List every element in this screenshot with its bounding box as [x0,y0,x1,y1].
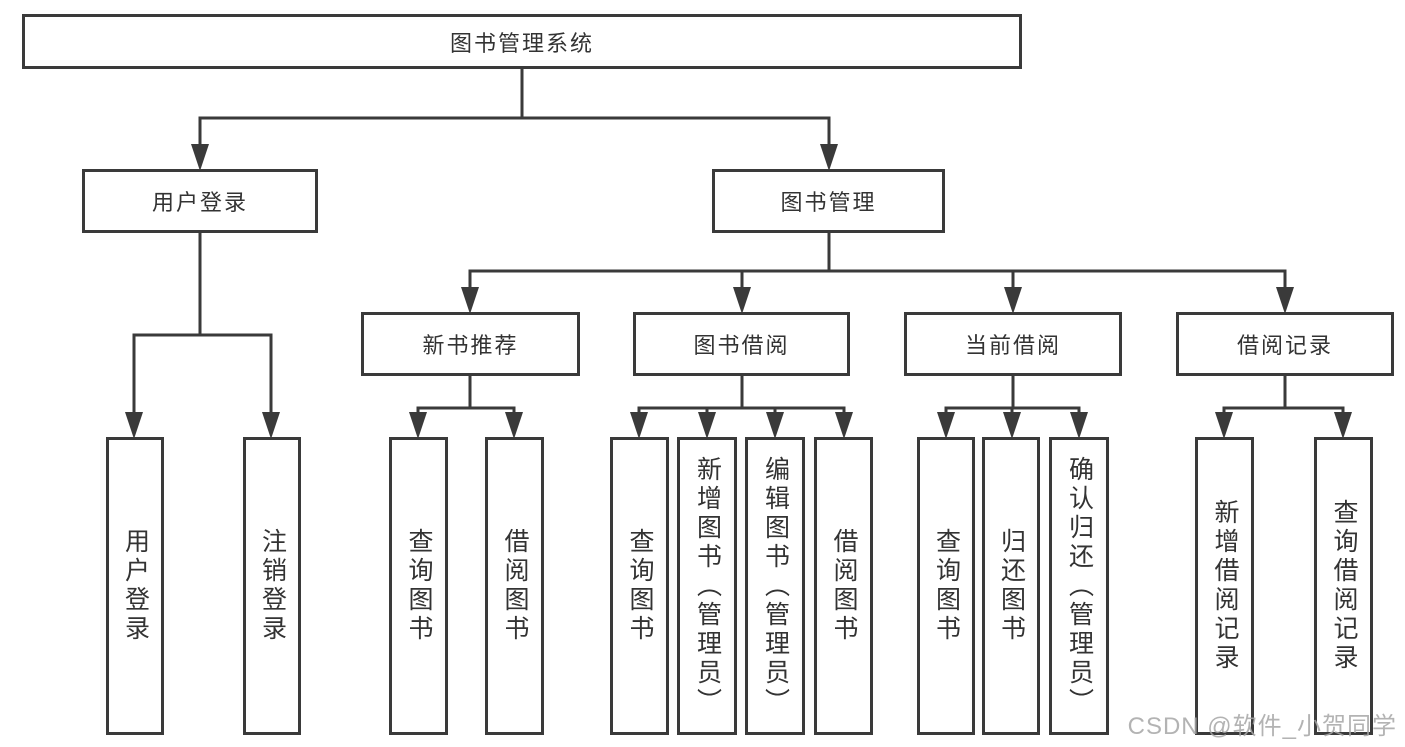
leaf-query-borrow-record-label: 查询借阅记录 [1330,499,1358,673]
csdn-watermark: CSDN @软件_小贺同学 [1127,713,1397,740]
leaf-current-query-books-label: 查询图书 [932,528,961,644]
node-book-borrowing-label: 图书借阅 [693,333,790,358]
leaf-recommend-borrow-books: 借阅图书 [485,437,544,735]
node-book-management: 图书管理 [712,169,945,233]
leaf-user-login: 用户登录 [106,437,164,735]
node-book-borrowing: 图书借阅 [633,312,850,376]
arrowheads [125,144,1352,439]
leaf-return-books: 归还图书 [982,437,1040,735]
leaf-confirm-return-admin-label: 确认归还（管理员） [1065,455,1094,717]
leaf-add-books-admin-label: 新增图书（管理员） [693,455,722,717]
connector-book-management [468,232,1287,289]
node-current-borrowing-label: 当前借阅 [964,333,1061,358]
leaf-recommend-query-books: 查询图书 [389,437,448,735]
node-borrowing-records: 借阅记录 [1176,312,1394,376]
leaf-edit-books-admin: 编辑图书（管理员） [745,437,805,735]
node-borrowing-records-label: 借阅记录 [1236,333,1333,358]
leaf-add-books-admin: 新增图书（管理员） [677,437,737,735]
connector-new-book-recommend [416,376,516,414]
connector-book-borrowing [637,376,846,414]
leaf-confirm-return-admin: 确认归还（管理员） [1049,437,1109,735]
connector-user-login [132,232,273,414]
node-new-book-recommend: 新书推荐 [361,312,580,376]
leaf-logout: 注销登录 [243,437,301,735]
node-current-borrowing: 当前借阅 [904,312,1122,376]
node-user-login: 用户登录 [82,169,318,233]
connector-root [198,69,831,146]
node-library-system: 图书管理系统 [22,14,1022,69]
leaf-edit-books-admin-label: 编辑图书（管理员） [761,455,790,717]
node-user-login-label: 用户登录 [151,190,248,215]
leaf-add-borrow-record: 新增借阅记录 [1195,437,1254,735]
leaf-logout-label: 注销登录 [258,528,287,644]
node-book-management-label: 图书管理 [780,190,877,215]
leaf-borrow-books: 借阅图书 [814,437,873,735]
leaf-borrow-books-label: 借阅图书 [830,528,858,644]
connector-borrowing-records [1222,376,1345,414]
leaf-recommend-query-books-label: 查询图书 [405,528,433,644]
leaf-user-login-label: 用户登录 [121,528,150,644]
leaf-borrowing-query-books-label: 查询图书 [626,528,654,644]
node-library-system-label: 图书管理系统 [449,30,594,56]
leaf-query-borrow-record: 查询借阅记录 [1314,437,1373,735]
connector-current-borrowing [944,376,1081,414]
node-new-book-recommend-label: 新书推荐 [422,333,519,358]
leaf-add-borrow-record-label: 新增借阅记录 [1211,499,1239,673]
leaf-borrowing-query-books: 查询图书 [610,437,669,735]
leaf-return-books-label: 归还图书 [997,528,1026,644]
leaf-current-query-books: 查询图书 [917,437,975,735]
leaf-recommend-borrow-books-label: 借阅图书 [501,528,529,644]
